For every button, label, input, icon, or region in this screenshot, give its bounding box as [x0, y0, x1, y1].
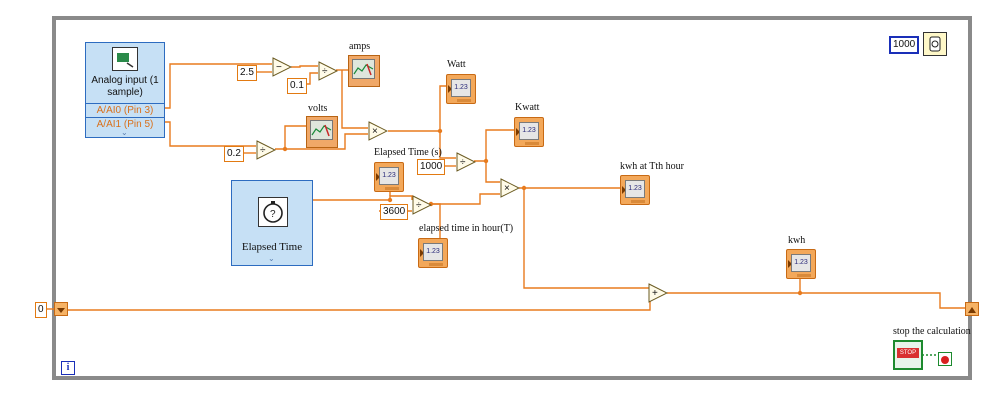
daq-assistant-express-vi[interactable]: Analog input (1 sample) A/AI0 (Pin 3) A/… [85, 42, 165, 138]
divide-volts-symbol: ÷ [260, 145, 266, 156]
shift-register-left[interactable] [54, 302, 68, 316]
daq-channel-0[interactable]: A/AI0 (Pin 3) [86, 103, 164, 118]
divide-hour-symbol: ÷ [416, 200, 422, 211]
volts-chart-indicator[interactable] [306, 116, 338, 148]
kwh-tth-numeric-glyph: 1.23 [625, 180, 645, 198]
multiply-kwh-symbol: × [504, 183, 510, 194]
constant-0-1[interactable]: 0.1 [287, 78, 307, 94]
daq-icon [112, 47, 138, 71]
divide-hour-node[interactable]: ÷ [412, 195, 432, 215]
constant-3600[interactable]: 3600 [380, 204, 409, 220]
elapsed-seconds-label: Elapsed Time (s) [374, 147, 442, 158]
watt-label: Watt [447, 59, 466, 70]
divide-volts-node[interactable]: ÷ [256, 140, 276, 160]
subtract-node[interactable]: − [272, 57, 292, 77]
kwh-tth-label: kwh at Tth hour [620, 161, 684, 172]
multiply-watt-node[interactable]: × [368, 121, 388, 141]
elapsed-seconds-indicator[interactable]: 1.23 [374, 162, 404, 192]
elapsed-expand-chevron-icon[interactable]: ⌄ [268, 254, 275, 263]
elapsed-hour-label: elapsed time in hour(T) [419, 223, 514, 234]
watt-numeric-glyph: 1.23 [451, 79, 471, 97]
add-accumulate-node[interactable]: + [648, 283, 668, 303]
loop-condition-stop-icon[interactable] [938, 352, 952, 366]
divide-amps-node[interactable]: ÷ [318, 61, 338, 81]
daq-channel-1[interactable]: A/AI1 (Pin 5) [86, 117, 164, 132]
svg-text:?: ? [270, 209, 276, 220]
wait-ms-constant[interactable]: 1000 [889, 36, 920, 54]
stopwatch-icon: ? [258, 197, 288, 227]
elapsed-time-title: Elapsed Time [241, 241, 303, 253]
stop-button-label: STOP [897, 348, 919, 358]
stop-label: stop the calculation [893, 326, 971, 337]
constant-2-5[interactable]: 2.5 [237, 65, 257, 81]
daq-title: Analog input (1 sample) [91, 75, 159, 98]
multiply-kwh-node[interactable]: × [500, 178, 520, 198]
watt-indicator[interactable]: 1.23 [446, 74, 476, 104]
constant-1000-kw[interactable]: 1000 [417, 159, 446, 175]
kwh-numeric-glyph: 1.23 [791, 254, 811, 272]
divide-kwatt-symbol: ÷ [460, 157, 466, 168]
constant-0-2[interactable]: 0.2 [224, 146, 244, 162]
amps-label: amps [349, 41, 371, 52]
wait-timer-icon[interactable] [923, 32, 947, 56]
divide-amps-symbol: ÷ [322, 66, 328, 77]
shift-register-right[interactable] [965, 302, 979, 316]
kwh-indicator[interactable]: 1.23 [786, 249, 816, 279]
iteration-terminal-icon[interactable]: i [61, 361, 75, 375]
kwh-label: kwh [788, 235, 806, 246]
divide-kwatt-node[interactable]: ÷ [456, 152, 476, 172]
elapsed-hour-numeric-glyph: 1.23 [423, 243, 443, 261]
multiply-watt-symbol: × [372, 126, 378, 137]
elapsed-seconds-numeric-glyph: 1.23 [379, 167, 399, 185]
volts-label: volts [308, 103, 328, 114]
daq-expand-chevron-icon[interactable]: ⌄ [121, 128, 128, 137]
amps-chart-indicator[interactable] [348, 55, 380, 87]
elapsed-hour-indicator[interactable]: 1.23 [418, 238, 448, 268]
subtract-symbol: − [276, 62, 282, 73]
elapsed-time-express-vi[interactable]: ? Elapsed Time ⌄ [231, 180, 313, 266]
kwatt-numeric-glyph: 1.23 [519, 122, 539, 140]
kwatt-indicator[interactable]: 1.23 [514, 117, 544, 147]
kwh-tth-indicator[interactable]: 1.23 [620, 175, 650, 205]
add-accumulate-symbol: + [652, 288, 658, 299]
while-loop-frame [52, 16, 972, 380]
shift-register-init-0[interactable]: 0 [35, 302, 47, 318]
stop-button-terminal[interactable]: STOP [893, 340, 923, 370]
kwatt-label: Kwatt [515, 102, 540, 113]
